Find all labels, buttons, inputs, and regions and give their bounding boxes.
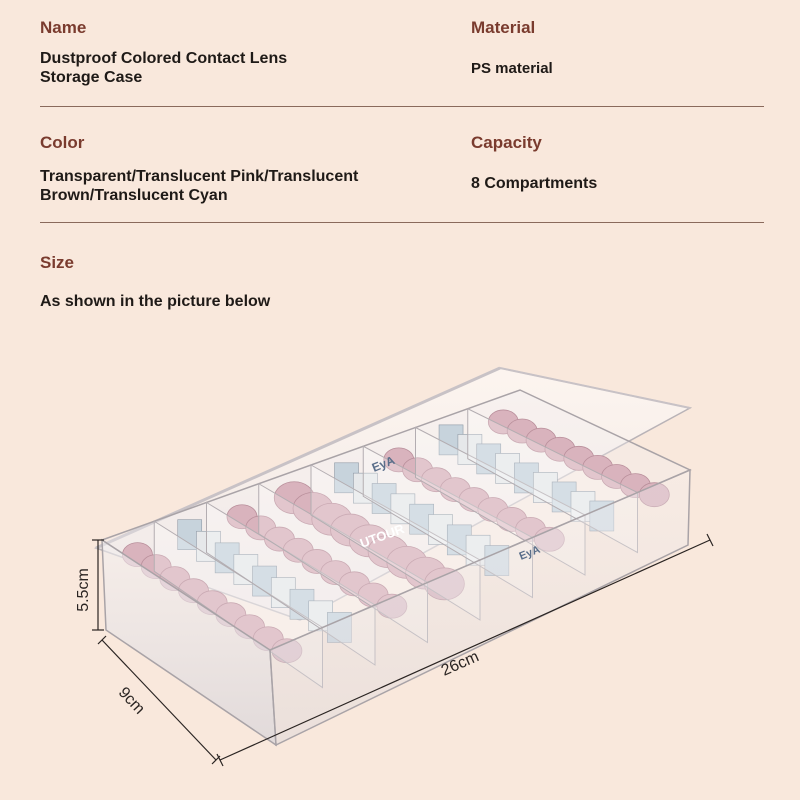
box-front-face: [269, 468, 691, 747]
dimension-lines: [92, 533, 714, 767]
spec-capacity-label: Capacity: [471, 133, 542, 152]
spec-material-label: Material: [471, 18, 536, 37]
spec-color-label: Color: [40, 133, 85, 152]
spec-capacity-value: 8 Compartments: [471, 175, 598, 192]
spec-size-label: Size: [40, 253, 75, 272]
lens-compartments: [122, 409, 670, 664]
spec-color-value-line1: Transparent/Translucent Pink/Translucent: [40, 168, 359, 185]
dimension-depth-label: 9cm: [115, 684, 148, 718]
product-illustration: UTOUR EyA EyA 5.5cm 9cm 26cm: [75, 366, 714, 767]
spec-material-value: PS material: [471, 60, 553, 77]
spec-size-value: As shown in the picture below: [40, 293, 271, 310]
divider: [40, 222, 764, 223]
spec-color-value-line2: Brown/Translucent Cyan: [40, 187, 228, 204]
dimension-height-label: 5.5cm: [75, 568, 92, 612]
divider: [40, 106, 764, 107]
spec-name-value-line1: Dustproof Colored Contact Lens: [40, 50, 288, 67]
spec-name-value-line2: Storage Case: [40, 69, 143, 86]
spec-name-label: Name: [40, 18, 87, 37]
lid-top-edge: [499, 367, 691, 409]
